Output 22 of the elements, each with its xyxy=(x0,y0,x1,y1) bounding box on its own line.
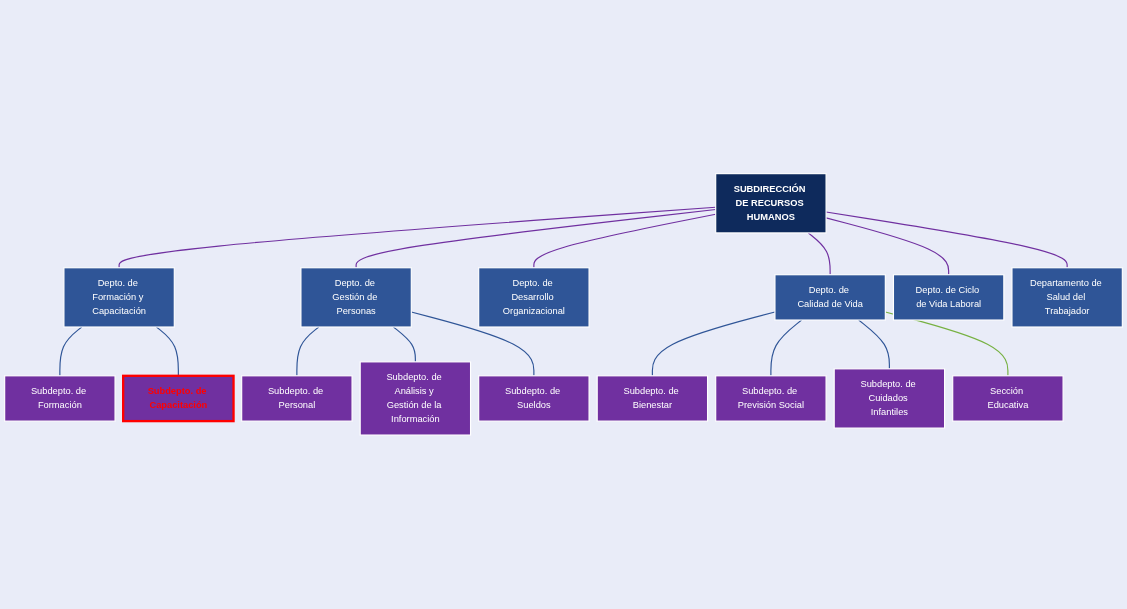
node-box: Depto. de Desarrollo Organizacional xyxy=(478,267,590,328)
node-box: Departamento de Salud del Trabajador xyxy=(1011,267,1123,328)
node-box: Subdepto. de Cuidados Infantiles xyxy=(833,368,946,429)
node-box: Depto. de Calidad de Vida xyxy=(774,274,886,321)
node-box: Subdepto. de Análisis y Gestión de la Información xyxy=(359,361,472,436)
node-box: Subdepto. de Personal xyxy=(241,375,353,422)
node-box: Subdepto. de Formación xyxy=(4,375,116,422)
node-box: Subdepto. de Sueldos xyxy=(478,375,590,422)
connector xyxy=(770,319,803,377)
node-box: Depto. de Gestión de Personas xyxy=(300,267,412,328)
node-box: SUBDIRECCIÓN DE RECURSOS HUMANOS xyxy=(715,173,827,234)
node-box: Subdepto. de Previsión Social xyxy=(715,375,827,422)
connector xyxy=(59,326,83,377)
connector xyxy=(807,232,831,276)
connector xyxy=(296,326,320,377)
node-box: Depto. de Formación y Capacitación xyxy=(63,267,175,328)
node-box: Sección Educativa xyxy=(952,375,1064,422)
node-box: Subdepto. de Bienestar xyxy=(596,375,709,422)
node-box: Depto. de Ciclo de Vida Laboral xyxy=(892,274,1005,321)
connector xyxy=(858,319,890,370)
connector xyxy=(392,326,416,363)
node-box: Subdepto. de Capacitación xyxy=(122,374,235,423)
